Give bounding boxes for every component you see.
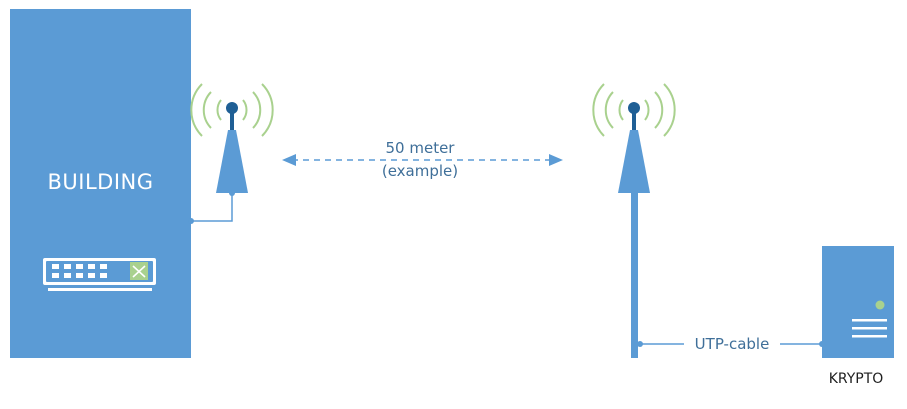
distance-label: 50 meter	[385, 139, 455, 157]
server-label: KRYPTO	[828, 371, 884, 387]
distance-note: (example)	[381, 162, 459, 180]
building-label: BUILDING	[47, 170, 154, 194]
pole-cable-port	[637, 341, 643, 347]
antenna-icon	[592, 83, 676, 193]
building-cable-port	[188, 218, 194, 224]
wireless-distance-arrow	[282, 154, 563, 166]
antenna-pole	[631, 193, 638, 358]
building-antenna-cable	[191, 193, 233, 222]
antenna-icon	[190, 83, 274, 196]
network-switch-icon	[43, 258, 156, 291]
utp-cable-label: UTP-cable	[684, 337, 780, 352]
building-block	[10, 9, 191, 358]
server-icon	[822, 246, 894, 358]
